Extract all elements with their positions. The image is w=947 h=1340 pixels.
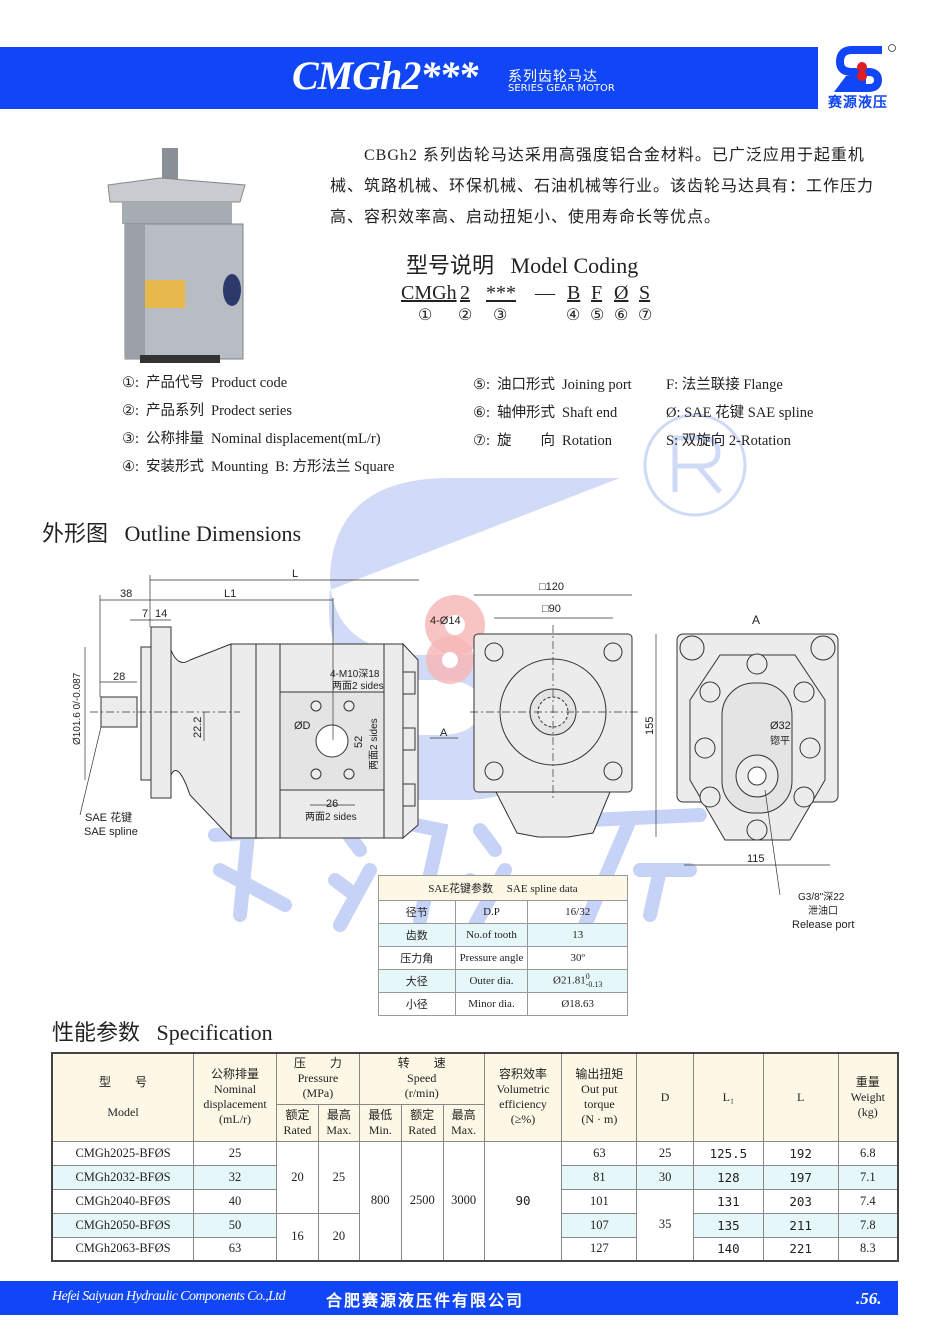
- release-port-en: Release port: [792, 919, 854, 931]
- legend-option: Ø: SAE 花键 SAE spline: [666, 405, 814, 421]
- dim-155: 155: [644, 717, 656, 735]
- title-cn: 型号说明: [406, 253, 495, 278]
- footer-company-en: Hefei Saiyuan Hydraulic Components Co.,L…: [52, 1289, 286, 1304]
- code-part: CMGh: [401, 282, 457, 304]
- header-subtitle-en: SERIES GEAR MOTOR: [508, 83, 615, 94]
- code-number: ⑥: [614, 307, 629, 324]
- footer-bar: [0, 1281, 898, 1315]
- dim-sides: 两面2 sides: [305, 812, 357, 823]
- dim-32: Ø32: [770, 720, 791, 732]
- dim-52: 52: [353, 736, 365, 748]
- sae-label-cn: SAE 花键: [85, 810, 132, 824]
- spec-title: 性能参数 Specification: [52, 1020, 273, 1045]
- page-number: .56.: [856, 1289, 882, 1308]
- dim-m10: 4-M10深18: [330, 668, 380, 680]
- code-part: B: [567, 282, 581, 304]
- outline-drawing: L L1 38 7 14 28 Ø101.6 0/-0.087 22.2 4-M…: [72, 568, 854, 931]
- front-view: [473, 633, 633, 838]
- dim-L: L: [292, 568, 298, 580]
- release-port-size: G3/8"深22: [798, 891, 845, 903]
- code-number: ②: [458, 307, 473, 324]
- code-number: ①: [418, 307, 433, 324]
- dim-diameter: Ø101.6 0/-0.087: [72, 672, 83, 745]
- code-number: ⑦: [638, 307, 653, 324]
- code-part: Ø: [614, 282, 629, 304]
- spline-table-header: SAE花键参数 SAE spline data: [378, 875, 628, 901]
- footer-company-cn: 合肥赛源液压件有限公司: [326, 1293, 525, 1310]
- code-number: ⑤: [590, 307, 605, 324]
- code-number: ④: [566, 307, 581, 324]
- registered-mark-icon: [643, 413, 747, 517]
- code-part: S: [639, 282, 651, 304]
- company-logo-icon: [834, 44, 896, 92]
- spotface-label: 锪平: [770, 734, 790, 747]
- dim-sides: 两面2 sides: [369, 718, 380, 770]
- dim-L1: L1: [224, 588, 236, 600]
- model-coding-title: 型号说明 Model Coding: [406, 248, 638, 280]
- legend-option: F: 法兰联接 Flange: [666, 377, 783, 393]
- logo-text: 赛源液压: [828, 96, 888, 111]
- code-number: ③: [493, 307, 508, 324]
- dim-115: 115: [747, 853, 765, 865]
- header-subtitle-cn: 系列齿轮马达: [508, 69, 598, 85]
- dim-120: □120: [539, 581, 564, 593]
- legend-option: S: 双旋向 2-Rotation: [666, 433, 791, 449]
- code-part: ***: [486, 282, 516, 304]
- dim-7: 7: [142, 608, 148, 620]
- code-part: F: [591, 282, 603, 304]
- dim-sides: 两面2 sides: [332, 681, 384, 692]
- view-a-title: A: [752, 613, 760, 627]
- dim-38: 38: [120, 588, 132, 600]
- dim-26: 26: [326, 798, 338, 810]
- dim-28: 28: [113, 671, 125, 683]
- code-part: 2: [460, 282, 470, 304]
- header-bar: [0, 47, 818, 109]
- title-en: Model Coding: [510, 253, 639, 278]
- intro-paragraph: CBGh2 系列齿轮马达采用高强度铝合金材料。已广泛应用于起重机械、筑路机械、环…: [330, 147, 875, 226]
- outline-title: 外形图 Outline Dimensions: [42, 521, 302, 546]
- pump-photo: [107, 148, 246, 363]
- view-arrow-a: A: [440, 727, 448, 739]
- dim-22-2: 22.2: [192, 717, 204, 738]
- release-port-cn: 泄油口: [808, 904, 838, 917]
- sae-label-en: SAE spline: [84, 826, 138, 838]
- code-dash: —: [535, 282, 555, 304]
- dim-od: ØD: [294, 720, 311, 732]
- side-view: [100, 626, 419, 840]
- dim-90: □90: [542, 603, 561, 615]
- dim-holes: 4-Ø14: [430, 615, 461, 627]
- dim-14: 14: [155, 608, 167, 620]
- header-title: CMGh2***: [292, 53, 478, 98]
- rear-view-a: [676, 633, 839, 841]
